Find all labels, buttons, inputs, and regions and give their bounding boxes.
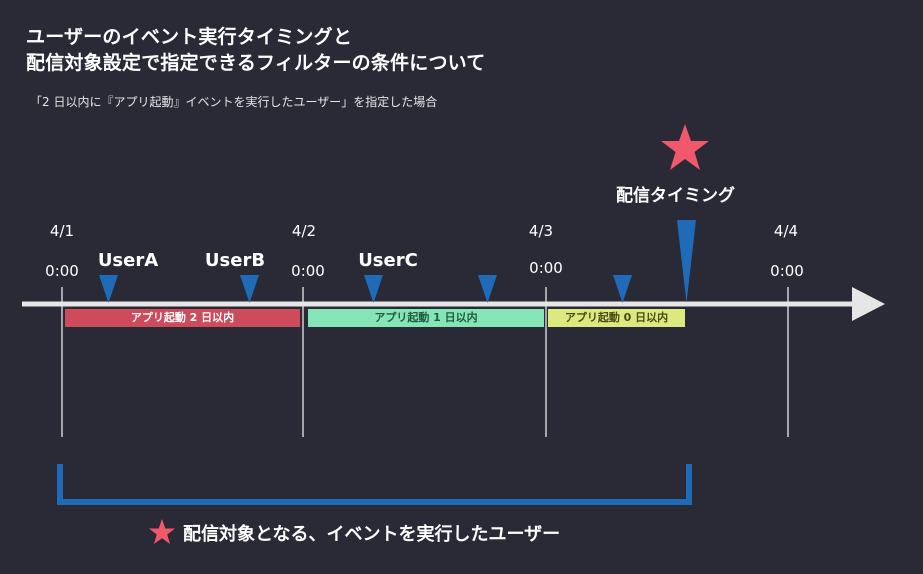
event-marker-userc [364,275,383,303]
date-label-4-4: 4/4 [773,222,799,240]
footer-caption: 配信対象となる、イベントを実行したユーザー [183,524,561,545]
user-label-userb: UserB [204,250,266,271]
time-label-4-4: 0:00 [770,262,804,280]
subtitle: 「2 日以内に『アプリ起動』イベントを実行したユーザー」を指定した場合 [30,95,438,109]
date-label-4-1: 4/1 [49,222,75,240]
time-label-4-2: 0:00 [291,262,325,280]
date-label-4-2: 4/2 [291,222,317,240]
title-line-2: 配信対象設定で指定できるフィルターの条件について [26,52,486,74]
time-label-4-3: 0:00 [529,259,563,277]
title-line-1: ユーザーのイベント実行タイミングと [26,26,353,48]
target-bracket [57,464,692,505]
event-marker-4 [478,275,497,303]
delivery-star-icon [661,124,709,170]
axis-arrow-icon [852,287,885,321]
user-label-userc: UserC [358,250,418,271]
footer-star-icon [149,519,175,544]
date-label-4-3: 4/3 [528,222,554,240]
event-marker-usera [99,275,118,303]
time-label-4-1: 0:00 [45,262,79,280]
event-marker-5 [613,275,632,303]
range-band-0-days: アプリ起動 0 日以内 [548,309,685,327]
user-label-usera: UserA [97,250,159,271]
range-band-1-day: アプリ起動 1 日以内 [308,309,544,327]
delivery-timing-label: 配信タイミング [616,186,735,206]
event-marker-userb [240,275,259,303]
delivery-marker [677,220,696,303]
range-band-2-days: アプリ起動 2 日以内 [65,309,300,327]
